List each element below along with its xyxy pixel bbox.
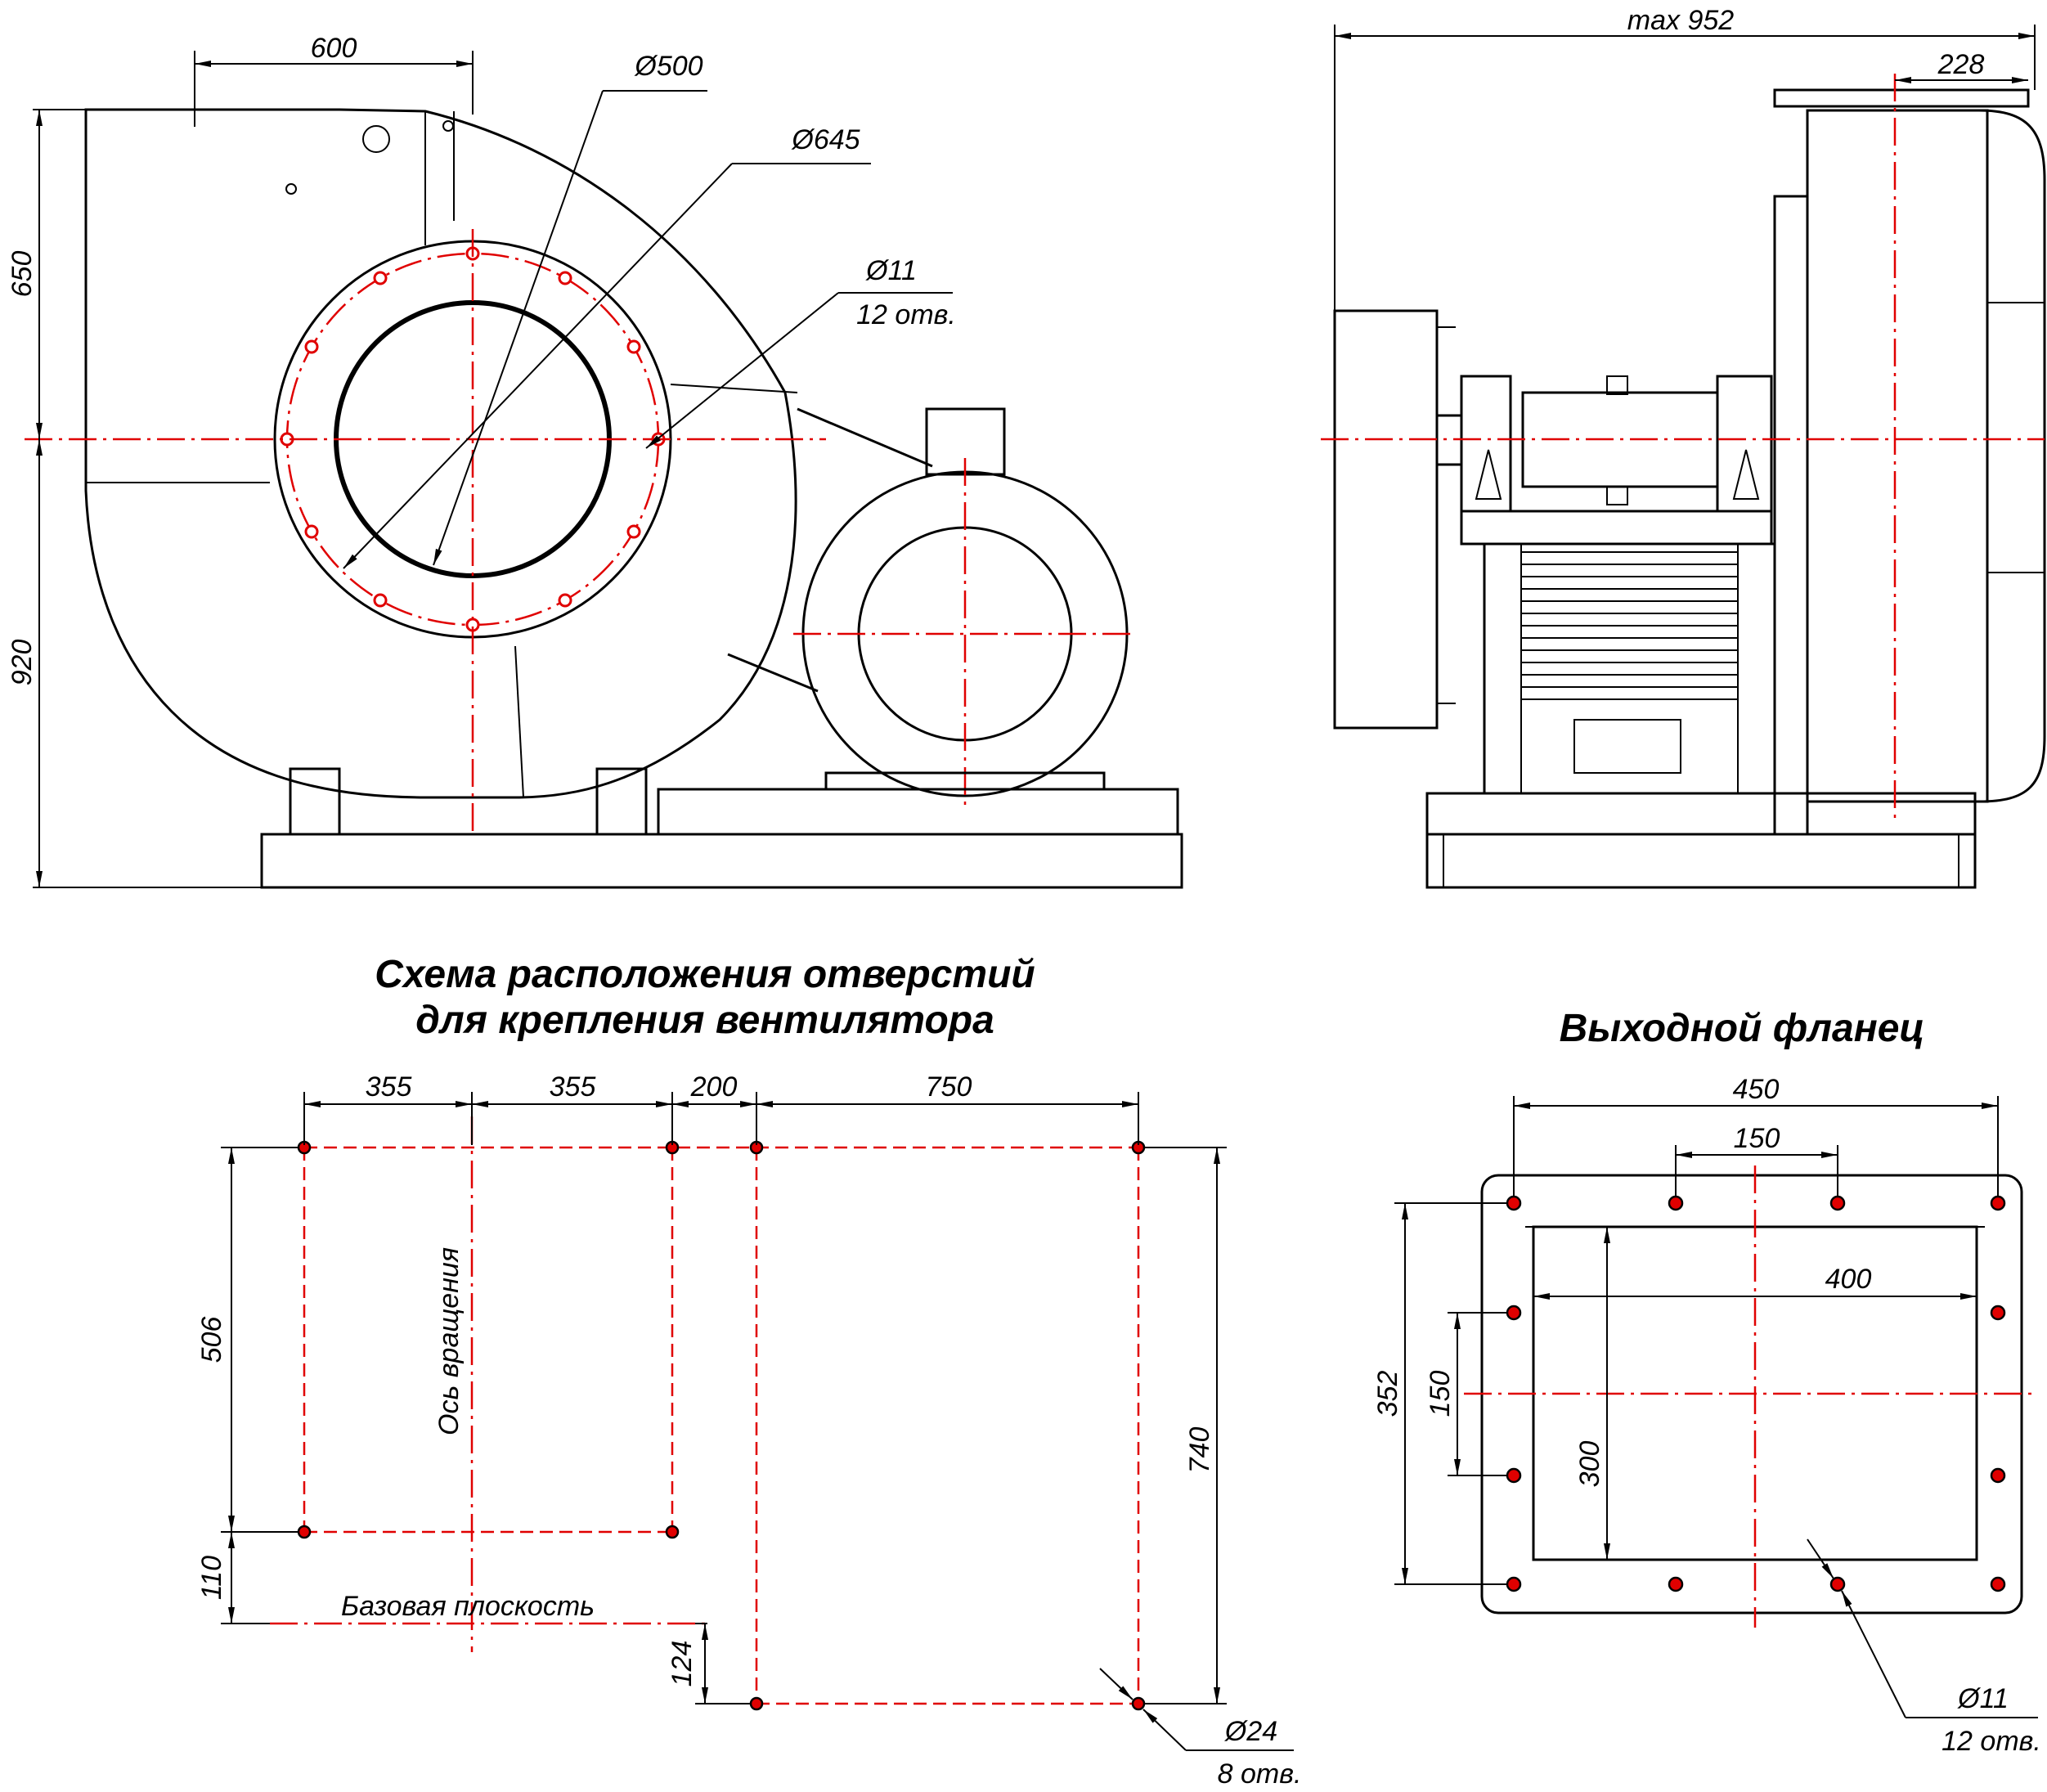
mount-holes — [297, 1140, 1146, 1711]
mount-scheme: Схема расположения отверстий для креплен… — [196, 953, 1301, 1790]
dim-228: 228 — [1937, 49, 1985, 80]
outlet-flange: Выходной фланец 450 150 — [1372, 1007, 2041, 1757]
volute-side — [1806, 109, 1989, 803]
dim-920: 920 — [7, 640, 38, 686]
dim-740: 740 — [1184, 1427, 1215, 1474]
cooling-fins — [1521, 551, 1738, 700]
dim-d11-holes: 12 отв. — [856, 299, 956, 330]
dim-355-a: 355 — [366, 1071, 412, 1103]
mount-hole-count: 8 отв. — [1218, 1758, 1302, 1790]
flange-hole-dia: Ø11 — [1957, 1683, 2009, 1714]
mount-title-line2: для крепления вентилятора — [415, 999, 994, 1042]
dim-506: 506 — [196, 1317, 227, 1363]
mount-hole-dia: Ø24 — [1224, 1716, 1277, 1747]
dim-300: 300 — [1574, 1441, 1605, 1488]
side-base — [1425, 833, 1977, 889]
port-circle — [362, 125, 390, 153]
dim-150-v: 150 — [1425, 1371, 1456, 1417]
dim-max952: max 952 — [1627, 5, 1734, 36]
dim-600: 600 — [311, 33, 357, 64]
dim-750: 750 — [926, 1071, 972, 1103]
dim-124: 124 — [667, 1641, 698, 1687]
motor-side — [1333, 309, 1439, 730]
mount-title-line1: Схема расположения отверстий — [375, 953, 1035, 996]
fan-housing — [84, 108, 797, 799]
dim-400: 400 — [1825, 1264, 1872, 1295]
front-view: 600 650 920 Ø500 Ø645 Ø11 12 отв. — [7, 33, 1183, 889]
dim-110: 110 — [196, 1556, 227, 1600]
flange-hole-count: 12 отв. — [1942, 1726, 2041, 1757]
dim-352: 352 — [1372, 1371, 1403, 1417]
dim-650: 650 — [7, 251, 38, 298]
dim-355-b: 355 — [550, 1071, 596, 1103]
dim-200: 200 — [690, 1071, 738, 1103]
base-frame — [260, 833, 1183, 889]
flange-title: Выходной фланец — [1560, 1007, 1925, 1050]
base-label: Базовая плоскость — [341, 1591, 595, 1622]
dim-d500: Ø500 — [634, 51, 703, 82]
dim-150-h: 150 — [1734, 1123, 1780, 1154]
axis-label: Ось вращения — [433, 1247, 465, 1435]
dim-d11: Ø11 — [865, 255, 917, 286]
dim-450: 450 — [1733, 1074, 1780, 1105]
side-view: max 952 228 — [1321, 5, 2046, 889]
dim-d645: Ø645 — [791, 124, 860, 155]
